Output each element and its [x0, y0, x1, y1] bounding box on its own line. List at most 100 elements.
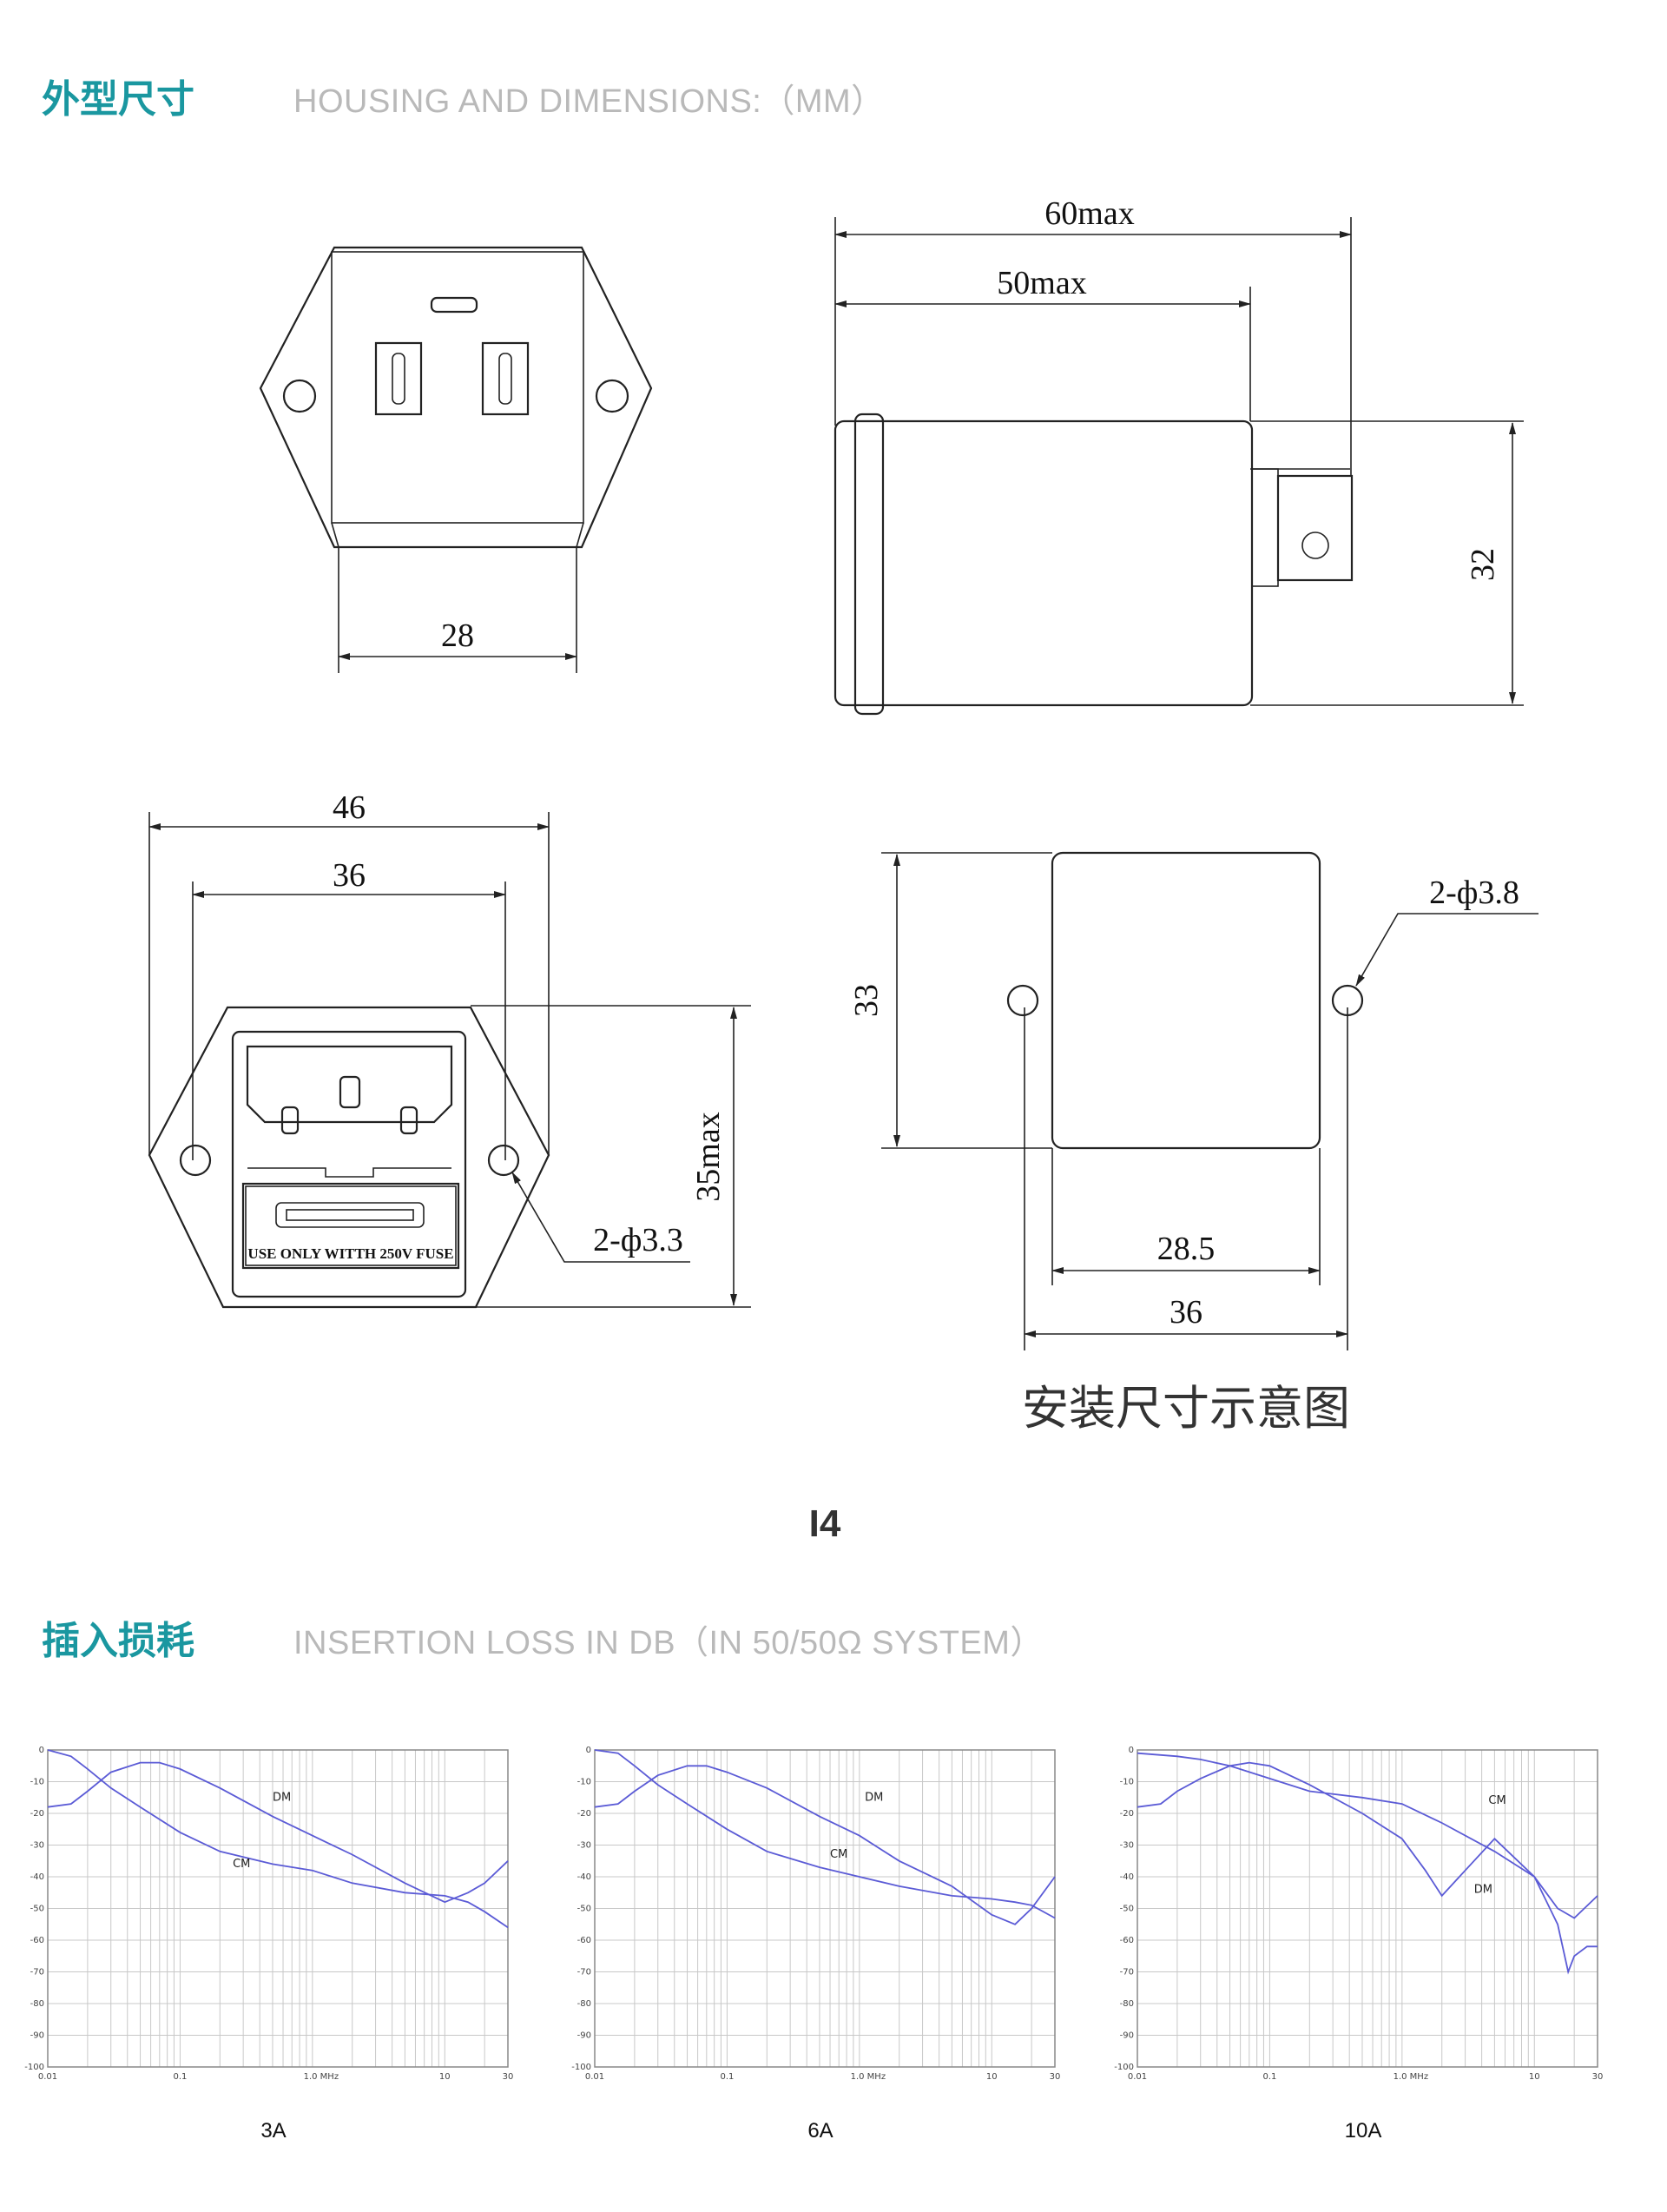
mount-caption: 安装尺寸示意图	[1022, 1381, 1350, 1436]
y-tick-label: -10	[577, 1778, 591, 1787]
y-tick-label: -20	[30, 1809, 44, 1819]
side-body	[834, 419, 1254, 707]
y-tick-label: -30	[30, 1841, 44, 1851]
y-tick-label: -50	[1120, 1905, 1134, 1914]
dim-side-height: 32	[1465, 548, 1501, 581]
rear-hole-right	[487, 1144, 520, 1177]
fuse-holder	[241, 1182, 460, 1270]
mount-hole-left	[282, 379, 317, 413]
y-tick-label: -100	[24, 2063, 44, 2072]
plot-frame	[1137, 1749, 1598, 2068]
y-tick-label: -100	[571, 2063, 591, 2072]
plot-frame	[594, 1749, 1056, 2068]
y-tick-label: -90	[30, 2031, 44, 2041]
dim-rear-holes: 2-ф3.3	[593, 1222, 683, 1258]
y-tick-label: -80	[577, 1999, 591, 2009]
y-tick-label: -40	[1120, 1872, 1134, 1882]
section-title-cn: 插入损耗	[42, 1619, 194, 1663]
fuse-label: USE ONLY WITTH 250V FUSE	[247, 1245, 453, 1262]
x-tick-label: 30	[1050, 2072, 1061, 2082]
chart-caption-3a: 3A	[260, 2119, 287, 2143]
section-title-en: INSERTION LOSS IN DB（IN 50/50Ω SYSTEM）	[293, 1625, 1044, 1661]
slot-left	[374, 341, 423, 416]
iec-inlet	[246, 1045, 453, 1124]
y-tick-label: -60	[577, 1936, 591, 1945]
x-tick-label: 1.0 MHz	[851, 2072, 886, 2082]
technical-drawings: 28 60max 50max 32 USE ONLY WITTH 250V F	[148, 195, 1539, 1436]
series-label-cm: CM	[830, 1848, 847, 1861]
y-tick-label: -50	[30, 1905, 44, 1914]
y-tick-label: 0	[586, 1746, 591, 1755]
y-tick-label: -30	[577, 1841, 591, 1851]
y-tick-label: -40	[577, 1872, 591, 1882]
mount-hole-right	[595, 379, 629, 413]
x-tick-label: 30	[1592, 2072, 1604, 2082]
dim-rear-outer: 46	[333, 789, 366, 826]
y-tick-label: -100	[1114, 2063, 1134, 2072]
dim-side-overall: 60max	[1044, 195, 1134, 232]
rear-face	[231, 1030, 467, 1298]
y-tick-label: 0	[1129, 1746, 1134, 1755]
series-label-dm: DM	[1474, 1883, 1492, 1896]
section-title-en: HOUSING AND DIMENSIONS:（MM）	[293, 83, 885, 120]
y-tick-label: -60	[1120, 1936, 1134, 1945]
y-tick-label: -70	[1120, 1968, 1134, 1978]
series-label-dm: DM	[273, 1791, 291, 1804]
x-tick-label: 30	[503, 2072, 514, 2082]
series-cm-line	[1137, 1752, 1598, 1919]
dim-rear-inner: 36	[333, 857, 366, 894]
x-tick-label: 0.01	[38, 2072, 57, 2082]
chart-caption-6a: 6A	[807, 2119, 834, 2143]
mount-cutout	[1051, 851, 1321, 1150]
x-tick-label: 10	[986, 2072, 998, 2082]
chart-caption-10a: 10A	[1344, 2119, 1382, 2143]
y-tick-label: -70	[30, 1968, 44, 1978]
ground-slot	[430, 296, 478, 314]
y-tick-label: 0	[39, 1746, 44, 1755]
series-label-cm: CM	[233, 1858, 250, 1871]
front-view: 28	[259, 246, 653, 673]
dim-mount-height: 33	[848, 984, 885, 1017]
y-tick-label: -20	[1120, 1809, 1134, 1819]
y-tick-label: -60	[30, 1936, 44, 1945]
y-tick-label: -20	[577, 1809, 591, 1819]
dim-mount-holes: 2-ф3.8	[1429, 875, 1519, 911]
mount-hole-left	[1006, 984, 1039, 1017]
y-tick-label: -90	[1120, 2031, 1134, 2041]
dim-rear-height: 35max	[690, 1112, 727, 1201]
y-tick-label: -80	[30, 1999, 44, 2009]
x-tick-label: 1.0 MHz	[1394, 2072, 1428, 2082]
series-dm-line	[1137, 1761, 1598, 1975]
section-header-insertion-loss: 插入损耗 INSERTION LOSS IN DB（IN 50/50Ω SYST…	[42, 1609, 1044, 1665]
x-tick-label: 10	[439, 2072, 451, 2082]
dim-mount-outer: 36	[1170, 1294, 1202, 1331]
slot-right	[481, 341, 530, 416]
model-label: I4	[808, 1502, 841, 1545]
y-tick-label: -10	[1120, 1778, 1134, 1787]
side-view: 60max 50max 32	[834, 195, 1524, 716]
series-dm-line	[594, 1765, 1056, 1925]
series-label-cm: CM	[1488, 1794, 1506, 1807]
series-dm-line	[47, 1761, 509, 1904]
dim-front-width: 28	[441, 617, 474, 654]
y-tick-label: -30	[1120, 1841, 1134, 1851]
series-cm-line	[47, 1749, 509, 1929]
side-flange	[853, 413, 885, 716]
x-tick-label: 0.01	[1128, 2072, 1147, 2082]
series-cm-line	[594, 1749, 1056, 1919]
x-tick-label: 0.01	[585, 2072, 604, 2082]
y-tick-label: -50	[577, 1905, 591, 1914]
section-header-dimensions: 外型尺寸 HOUSING AND DIMENSIONS:（MM）	[42, 68, 885, 123]
front-face	[331, 251, 584, 524]
dim-side-body: 50max	[997, 265, 1086, 301]
rear-view: USE ONLY WITTH 250V FUSE 46 36 35max 2-ф…	[148, 789, 751, 1309]
series-label-dm: DM	[865, 1791, 883, 1804]
side-terminal	[1276, 474, 1354, 582]
x-tick-label: 0.1	[173, 2072, 187, 2082]
